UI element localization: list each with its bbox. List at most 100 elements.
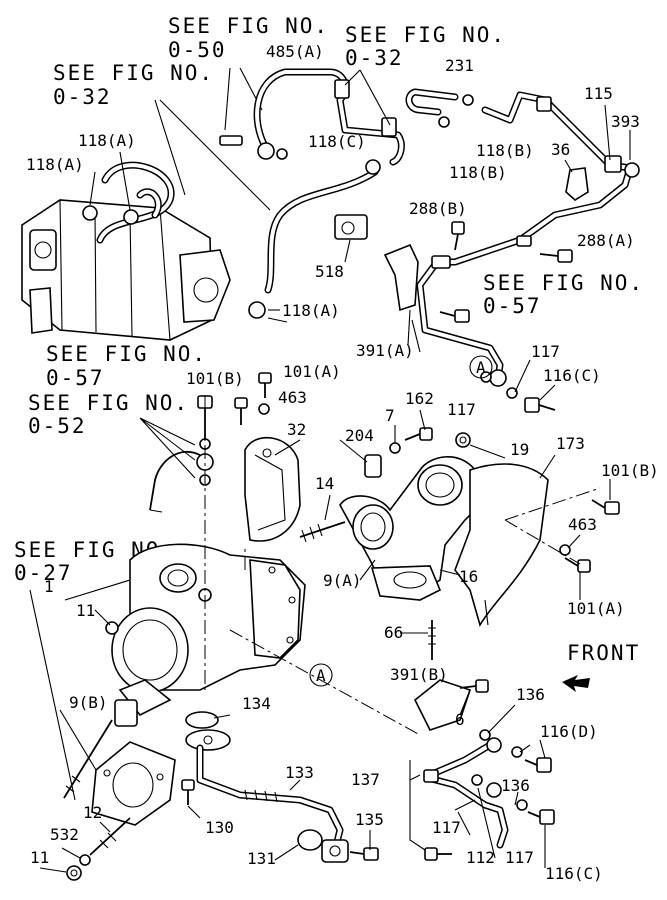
callout-117-4[interactable]: 117: [505, 848, 534, 867]
callout-393[interactable]: 393: [611, 112, 640, 131]
oil-return-pipe-133: [185, 729, 349, 863]
oil-feed-pipe: [416, 255, 507, 387]
callout-485a[interactable]: 485(A): [266, 42, 324, 61]
callout-66[interactable]: 66: [384, 623, 403, 642]
see-fig-0-32-top[interactable]: SEE FIG NO. 0-32: [345, 23, 506, 70]
callout-162[interactable]: 162: [405, 389, 434, 408]
callout-112[interactable]: 112: [466, 848, 495, 867]
callout-135[interactable]: 135: [355, 810, 384, 829]
callout-116d[interactable]: 116(D): [540, 722, 598, 741]
callout-118c[interactable]: 118(C): [308, 132, 366, 151]
washer-532: [79, 854, 91, 866]
callout-118a[interactable]: 118(A): [78, 131, 136, 150]
see-fig-label: SEE FIG NO.: [28, 391, 189, 415]
hose-clamp-118a-3: [248, 301, 266, 319]
see-fig-label: SEE FIG NO.: [46, 342, 207, 366]
hose-clamp-118a-1: [82, 205, 98, 221]
see-fig-0-52[interactable]: SEE FIG NO. 0-52: [28, 391, 189, 438]
callout-131[interactable]: 131: [247, 849, 276, 868]
callout-101a[interactable]: 101(A): [283, 362, 341, 381]
eye-bolt-116d: [524, 757, 552, 773]
callout-9b[interactable]: 9(B): [69, 693, 108, 712]
callout-101a-2[interactable]: 101(A): [567, 599, 625, 618]
o-ring-134: [185, 711, 219, 729]
heat-shield-32: [244, 436, 301, 542]
callout-117-2[interactable]: 117: [447, 400, 476, 419]
callout-19[interactable]: 19: [510, 440, 529, 459]
callout-173[interactable]: 173: [556, 434, 585, 453]
see-fig-number: 0-32: [345, 46, 404, 70]
callout-7[interactable]: 7: [385, 406, 395, 425]
see-fig-0-57-right[interactable]: SEE FIG NO. 0-57: [483, 271, 644, 318]
callout-118b[interactable]: 118(B): [476, 141, 534, 160]
see-fig-0-57-left[interactable]: SEE FIG NO. 0-57: [46, 342, 207, 390]
callout-118b-2[interactable]: 118(B): [449, 163, 507, 182]
callout-463-2[interactable]: 463: [568, 515, 597, 534]
eye-bolt-116c: [524, 397, 556, 413]
washer-136: [479, 729, 491, 741]
callout-6[interactable]: 6: [455, 710, 465, 729]
callout-532[interactable]: 532: [50, 825, 79, 844]
see-fig-number: 0-27: [14, 561, 73, 585]
nut-11-lower: [66, 865, 82, 881]
callout-116c[interactable]: 116(C): [543, 366, 601, 385]
callout-288b[interactable]: 288(B): [409, 199, 467, 218]
bolt-391a: [439, 309, 470, 323]
washer-463: [258, 403, 270, 415]
eye-bolt-116c-lower: [527, 809, 555, 825]
hose-231: [405, 88, 474, 128]
reference-marker-a-upper[interactable]: A: [469, 355, 493, 379]
stud-14: [299, 521, 346, 543]
callout-101b[interactable]: 101(B): [186, 369, 244, 388]
callout-12[interactable]: 12: [83, 803, 102, 822]
bolt-group-0-52: [149, 395, 214, 513]
callout-9a[interactable]: 9(A): [323, 571, 362, 590]
see-fig-label: SEE FIG NO.: [53, 61, 214, 85]
spacer-204: [364, 454, 382, 478]
callout-463[interactable]: 463: [278, 388, 307, 407]
callout-16[interactable]: 16: [459, 567, 478, 586]
callout-136-2[interactable]: 136: [501, 776, 530, 795]
callout-133[interactable]: 133: [285, 763, 314, 782]
callout-231[interactable]: 231: [445, 56, 474, 75]
callout-11[interactable]: 11: [76, 601, 95, 620]
callout-204[interactable]: 204: [345, 426, 374, 445]
callout-116c-2[interactable]: 116(C): [545, 864, 603, 883]
see-fig-0-50[interactable]: SEE FIG NO. 0-50: [168, 14, 329, 62]
callout-391a[interactable]: 391(A): [356, 341, 414, 360]
callout-288a[interactable]: 288(A): [577, 231, 635, 250]
callout-117[interactable]: 117: [531, 342, 560, 361]
turbocharger-1: [111, 543, 306, 727]
callout-32[interactable]: 32: [287, 420, 306, 439]
marker-letter: A: [476, 358, 486, 377]
washer-117: [516, 799, 528, 811]
callout-136[interactable]: 136: [516, 685, 545, 704]
marker-letter: A: [316, 666, 326, 685]
front-direction-indicator: FRONT: [562, 641, 640, 692]
callout-134[interactable]: 134: [242, 694, 271, 713]
callout-137[interactable]: 137: [351, 770, 380, 789]
callout-36[interactable]: 36: [551, 140, 570, 159]
see-fig-label: SEE FIG NO.: [345, 23, 506, 47]
callout-118a-3[interactable]: 118(A): [282, 301, 340, 320]
front-arrow-icon: [562, 675, 590, 692]
callout-101b-2[interactable]: 101(B): [601, 461, 659, 480]
callout-1[interactable]: 1: [44, 577, 54, 596]
callout-391b[interactable]: 391(B): [390, 665, 448, 684]
washer-117: [471, 774, 483, 786]
stud-66: [428, 620, 436, 660]
callout-14[interactable]: 14: [315, 474, 334, 493]
callout-115[interactable]: 115: [584, 84, 613, 103]
callout-518[interactable]: 518: [315, 262, 344, 281]
callout-130[interactable]: 130: [205, 818, 234, 837]
callout-11-2[interactable]: 11: [30, 848, 49, 867]
washer-463-right: [559, 544, 571, 556]
see-fig-0-32-left[interactable]: SEE FIG NO. 0-32: [53, 61, 214, 109]
reference-marker-a-lower[interactable]: A: [309, 663, 333, 687]
front-label: FRONT: [567, 641, 640, 665]
bracket-36: [565, 167, 589, 201]
callout-118a-2[interactable]: 118(A): [26, 155, 84, 174]
heat-shield-173: [454, 463, 549, 627]
callout-117-3[interactable]: 117: [432, 818, 461, 837]
nut-19: [455, 432, 471, 448]
